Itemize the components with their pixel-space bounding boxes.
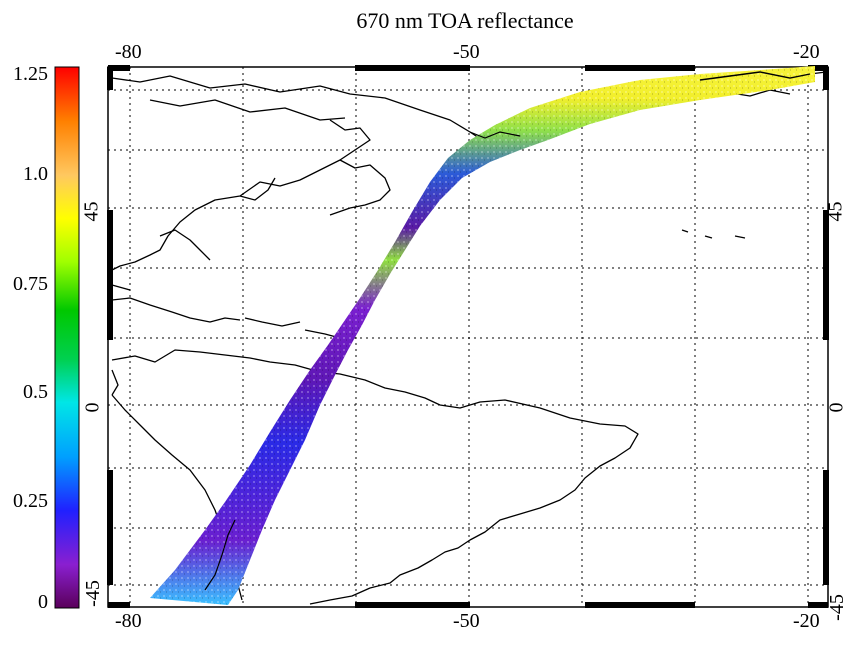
satellite-swath — [150, 66, 815, 605]
colorbar-tick: 1.25 — [13, 63, 48, 85]
lat-tick-right: 45 — [824, 201, 847, 222]
map-title: 670 nm TOA reflectance — [356, 8, 574, 33]
colorbar — [54, 66, 80, 609]
colorbar-tick: 0.5 — [23, 381, 48, 403]
colorbar-tick: 1.0 — [23, 163, 48, 185]
lon-tick-top: -80 — [115, 41, 142, 63]
coastlines — [111, 71, 827, 605]
colorbar-tick: 0.25 — [13, 490, 48, 512]
lon-tick-bottom: -20 — [793, 610, 820, 632]
lon-tick-bottom: -50 — [453, 610, 480, 632]
lat-tick-left: 0 — [81, 402, 104, 413]
lon-tick-bottom: -80 — [115, 610, 142, 632]
lat-tick-right: 0 — [825, 402, 848, 413]
lat-tick-right: -45 — [825, 594, 848, 621]
lon-tick-top: -50 — [453, 41, 480, 63]
colorbar-tick: 0.75 — [13, 273, 48, 295]
lat-tick-left: -45 — [81, 580, 104, 607]
lat-tick-left: 45 — [80, 201, 103, 222]
colorbar-tick: 0 — [38, 591, 48, 613]
lon-tick-top: -20 — [793, 41, 820, 63]
